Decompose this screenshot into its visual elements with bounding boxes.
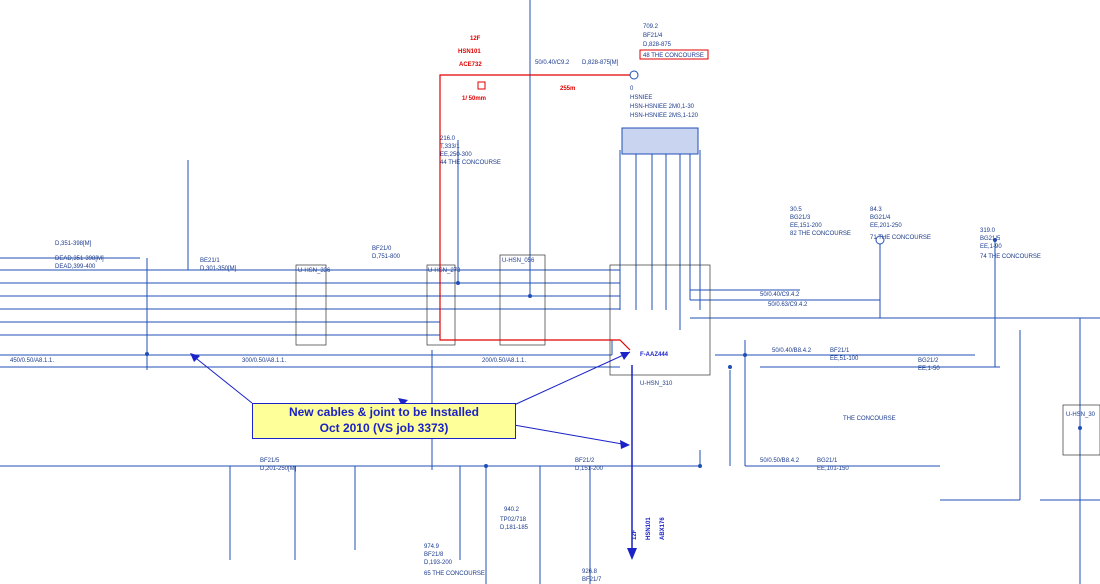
- label-cab7: 50/0.50/B8.4.2: [760, 458, 800, 464]
- red-cable-size: 1/ 50mm: [462, 96, 486, 102]
- label-t333: T,333/1: [440, 144, 460, 150]
- blue-cable-label-1: 12F: [632, 529, 638, 540]
- label-bg21rc: EE,1-90: [980, 244, 1002, 250]
- label-bg213d: 82 THE CONCOURSE: [790, 231, 851, 237]
- label-tpb: D,181-185: [500, 525, 529, 531]
- bus-lines: [0, 257, 1100, 501]
- red-cable-label-2: HSN101: [458, 49, 481, 55]
- label-dead2: DEAD,351-398[M]: [55, 256, 104, 262]
- red-label-box: 48 THE CONCOURSE: [643, 53, 704, 59]
- label-cab2: 200/0.50/A8.1.1.: [482, 358, 526, 364]
- label-ee250: EE,250-300: [440, 152, 472, 158]
- label-bg212: BG21/2: [918, 358, 939, 364]
- blue-cable-label-2: HSN101: [646, 517, 652, 540]
- label-bg21r: 319.0: [980, 228, 996, 234]
- uhsn-boxes: [295, 127, 1100, 456]
- label-bf210: BF21/0: [372, 246, 392, 252]
- label-uhsn30: U-HSN_30: [1066, 412, 1096, 418]
- label-bf218b: D,193-200: [424, 560, 453, 566]
- label-tp: TP02/718: [500, 517, 527, 523]
- label-be211b: D,301-350[M]: [200, 266, 237, 272]
- label-dead: D,351-398[M]: [55, 241, 92, 247]
- label-cab1: 300/0.50/A8.1.1.: [242, 358, 286, 364]
- label-bg214: 84.3: [870, 207, 882, 213]
- label-uhsn310: U-HSN_310: [640, 381, 673, 387]
- label-bf21: BF21/1: [830, 348, 850, 354]
- label-bf21b: EE,51-100: [830, 356, 859, 362]
- red-cable-length: 255m: [560, 86, 575, 92]
- red-cable-label-3: ACE732: [459, 62, 482, 68]
- sub-top-1: 709.2: [643, 24, 659, 30]
- label-concourse44: 44 THE CONCOURSE: [440, 160, 501, 166]
- label-926: 926.8: [582, 569, 598, 575]
- red-cable-route: [439, 70, 639, 351]
- label-uhsn273: U-HSN_273: [428, 268, 461, 274]
- hsniee-4: HSN-HSNIEE 2MS,1-120: [630, 113, 699, 119]
- label-bg21rb: BG21/5: [980, 236, 1001, 242]
- red-cable-label-1: 12F: [470, 36, 481, 42]
- label-dead3: DEAD,399-400: [55, 264, 96, 270]
- label-bg214b: BG21/4: [870, 215, 891, 221]
- label-bf212b: D,151-200: [575, 466, 604, 472]
- label-c1: 50/0.40/C9.2: [535, 60, 570, 66]
- vertical-feeders: [146, 0, 1081, 584]
- label-bf215: BF21/5: [260, 458, 280, 464]
- label-bf215b: D,201-250[M]: [260, 466, 297, 472]
- hsniee-1: 0: [630, 86, 634, 92]
- label-bg212b: EE,1-50: [918, 366, 940, 372]
- label-bg21rd: 74 THE CONCOURSE: [980, 254, 1041, 260]
- note-box: New cables & joint to be Installed Oct 2…: [252, 403, 516, 439]
- label-940: 940.2: [504, 507, 520, 513]
- label-bf218: BF21/8: [424, 552, 444, 558]
- note-line-2: Oct 2010 (VS job 3373): [319, 421, 449, 435]
- label-bg211: BG21/1: [817, 458, 838, 464]
- hsniee-3: HSN-HSNIEE 2M0,1-30: [630, 104, 695, 110]
- label-bf218c: 65 THE CONCOURSE: [424, 571, 485, 577]
- label-c2: D,828-875[M]: [582, 60, 619, 66]
- label-cab3: 450/0.50/A8.1.1.: [10, 358, 54, 364]
- area-label: THE CONCOURSE: [843, 416, 896, 422]
- label-bg214d: 71 THE CONCOURSE: [870, 235, 931, 241]
- hsniee-2: HSNIEE: [630, 95, 652, 101]
- label-bg213c: EE,151-200: [790, 223, 822, 229]
- label-bf212: BF21/2: [575, 458, 595, 464]
- label-bg211b: EE,101-150: [817, 466, 849, 472]
- sub-top-2: BF21/4: [643, 33, 663, 39]
- junction-dots: [145, 235, 1082, 468]
- note-line-1: New cables & joint to be Installed: [288, 405, 480, 419]
- label-uhsn336: U-HSN_336: [298, 268, 331, 274]
- label-bg213: 30.5: [790, 207, 802, 213]
- label-be211: BE21/1: [200, 258, 220, 264]
- sub-top-3: D,828-875: [643, 42, 672, 48]
- label-bf210b: D,751-800: [372, 254, 401, 260]
- label-uhsn056: U-HSN_056: [502, 258, 535, 264]
- label-cab6: 50/0.40/B8.4.2: [772, 348, 812, 354]
- label-974: 974.9: [424, 544, 440, 550]
- label-bf217: BF21/7: [582, 577, 602, 583]
- blue-cable-label-3: ABX176: [660, 517, 666, 540]
- label-cab5: 50/0.63/C9.4.2: [768, 302, 808, 308]
- label-216: 216.0: [440, 136, 456, 142]
- blue-arrows: [190, 351, 637, 560]
- label-bg214c: EE,201-250: [870, 223, 902, 229]
- label-bg213b: BG21/3: [790, 215, 811, 221]
- blue-joint-label: F-AAZ444: [640, 352, 669, 358]
- label-cab4: 50/0.40/C9.4.2: [760, 292, 800, 298]
